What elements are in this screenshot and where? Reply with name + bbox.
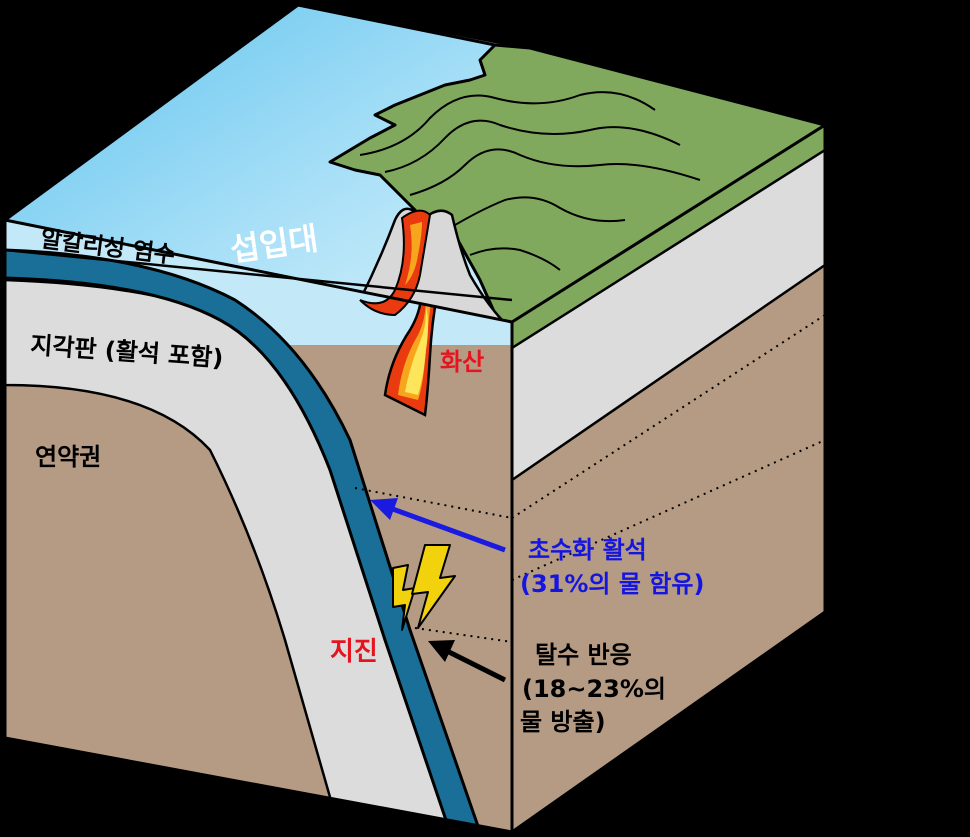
- dehydration-arrow-head: [428, 640, 455, 662]
- label-hydration-line1: 초수화 활석: [528, 536, 647, 564]
- cube-top-edge: [511, 123, 826, 324]
- label-lithosphere: 연약권: [35, 443, 101, 471]
- right-face-crust: [512, 125, 825, 480]
- label-hydration-line2: (31%의 물 함유): [520, 570, 704, 598]
- cube-top-left-edge: [4, 3, 299, 222]
- oceanic-plate: [5, 248, 482, 832]
- label-volcano: 화산: [440, 348, 484, 376]
- label-dehydration-line1: 탈수 반응: [535, 641, 632, 669]
- earthquake-bolt-icon: [392, 564, 416, 631]
- label-earthquake: 지진: [330, 637, 378, 667]
- contour-line: [359, 91, 656, 156]
- dotted-dehydration-line: [414, 627, 513, 643]
- cube-top-back-edge: [297, 3, 496, 47]
- label-dehydration-line2: (18~23%의: [522, 675, 666, 703]
- hydration-arrow: [389, 505, 506, 553]
- right-face-layer-line: [512, 263, 825, 482]
- lava-vent-inner: [405, 222, 422, 285]
- contour-line: [409, 148, 701, 196]
- water-surface-line: [4, 248, 513, 302]
- label-dehydration-line3: 물 방출): [520, 708, 606, 736]
- hydration-arrow-head: [370, 498, 398, 520]
- earthquake-bolt-icon: [411, 544, 456, 629]
- contour-line: [384, 119, 681, 173]
- right-face-green-edge: [512, 125, 825, 348]
- contour-line: [469, 247, 561, 271]
- lava-center: [405, 305, 428, 395]
- contour-line: [449, 196, 626, 229]
- right-face-layer-line: [512, 148, 825, 350]
- dehydration-arrow: [443, 647, 507, 683]
- sea-level-line: [4, 218, 513, 324]
- dotted-hydration-line: [354, 487, 513, 519]
- dotted-depth-line: [512, 439, 825, 581]
